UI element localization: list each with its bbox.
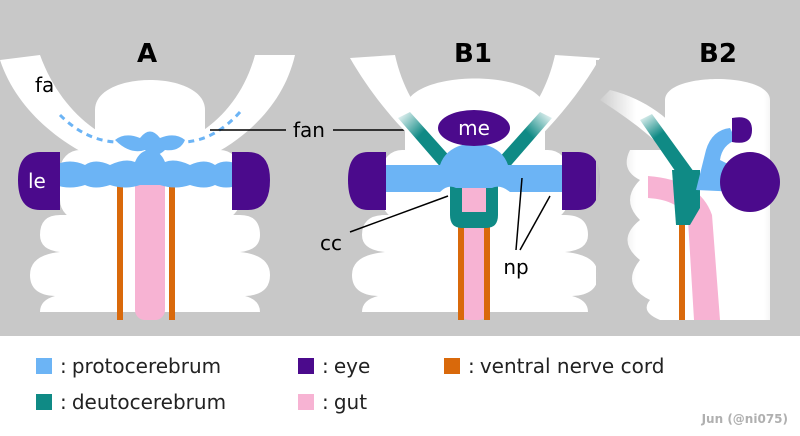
gut-a <box>135 175 165 320</box>
head-a <box>95 80 205 150</box>
legend-swatch-eye <box>298 358 314 374</box>
np-line-2 <box>519 195 551 251</box>
legend-label-protocerebrum: protocerebrum <box>71 354 222 378</box>
credit-text: Jun (@ni075) <box>701 412 788 426</box>
label-le: le <box>28 169 46 193</box>
eye-right-b1 <box>562 152 600 210</box>
fan-dash-right-a <box>184 111 242 144</box>
diagram-canvas: A fa le fan B1 me cc np <box>0 0 800 336</box>
label-me: me <box>458 116 490 140</box>
legend-swatch-gut <box>298 394 314 410</box>
legend-swatch-deutocerebrum <box>36 394 52 410</box>
fan-dash-left-a <box>58 113 116 144</box>
label-np: np <box>503 255 528 279</box>
legend-label-deutocerebrum: deutocerebrum <box>71 390 227 414</box>
nerve-cord-a-left <box>117 185 123 320</box>
legend-item-eye: : eye <box>298 352 370 380</box>
deutocerebrum-b2 <box>672 170 700 225</box>
legend-label-eye: eye <box>333 354 371 378</box>
median-eye-b1 <box>438 110 510 146</box>
legend-label-ventral-nerve-cord: ventral nerve cord <box>479 354 665 378</box>
panel-a: A fa le <box>0 39 295 320</box>
nerve-cord-b1-right <box>484 215 490 320</box>
panel-label-a: A <box>137 39 157 69</box>
label-fan: fan <box>293 118 325 142</box>
deutocerebrum-b1 <box>450 185 498 228</box>
cc-line <box>349 195 449 233</box>
legend-sep: : <box>468 354 475 378</box>
legend-sep: : <box>60 354 67 378</box>
panel-label-b1: B1 <box>454 39 492 69</box>
protocerebrum-a <box>55 150 240 188</box>
legend-sep: : <box>60 390 67 414</box>
fan-a <box>115 131 185 155</box>
legend-item-ventral-nerve-cord: : ventral nerve cord <box>444 352 664 380</box>
lateral-eye-b2 <box>720 152 780 212</box>
nerve-cord-b1-left <box>458 215 464 320</box>
legend-sep: : <box>322 354 329 378</box>
fan-callout: fan <box>210 118 405 142</box>
eye-right-a <box>232 152 270 210</box>
legend-item-deutocerebrum: : deutocerebrum <box>36 388 226 416</box>
legend-label-gut: gut <box>333 390 368 414</box>
legend-item-protocerebrum: : protocerebrum <box>36 352 221 380</box>
panel-label-b2: B2 <box>699 39 737 69</box>
protocerebrum-b1 <box>380 138 572 192</box>
nerve-cord-a-right <box>169 185 175 320</box>
panel-b1: B1 me cc np <box>320 39 600 320</box>
nerve-cord-b2 <box>679 215 685 320</box>
legend-sep: : <box>322 390 329 414</box>
fan-b2 <box>640 114 694 178</box>
panel-b2: B2 <box>596 39 800 336</box>
np-line-1 <box>515 177 523 251</box>
eye-left-b1 <box>348 152 386 210</box>
gut-b2 <box>648 176 720 320</box>
legend-swatch-protocerebrum <box>36 358 52 374</box>
label-cc: cc <box>320 231 342 255</box>
median-eye-b2 <box>732 117 752 143</box>
legend: : protocerebrum : eye : ventral nerve co… <box>0 336 800 436</box>
label-fa: fa <box>35 73 54 97</box>
legend-swatch-ventral-nerve-cord <box>444 358 460 374</box>
eye-left-a <box>18 152 60 210</box>
fade-left-b2 <box>596 60 636 336</box>
legend-item-gut: : gut <box>298 388 367 416</box>
